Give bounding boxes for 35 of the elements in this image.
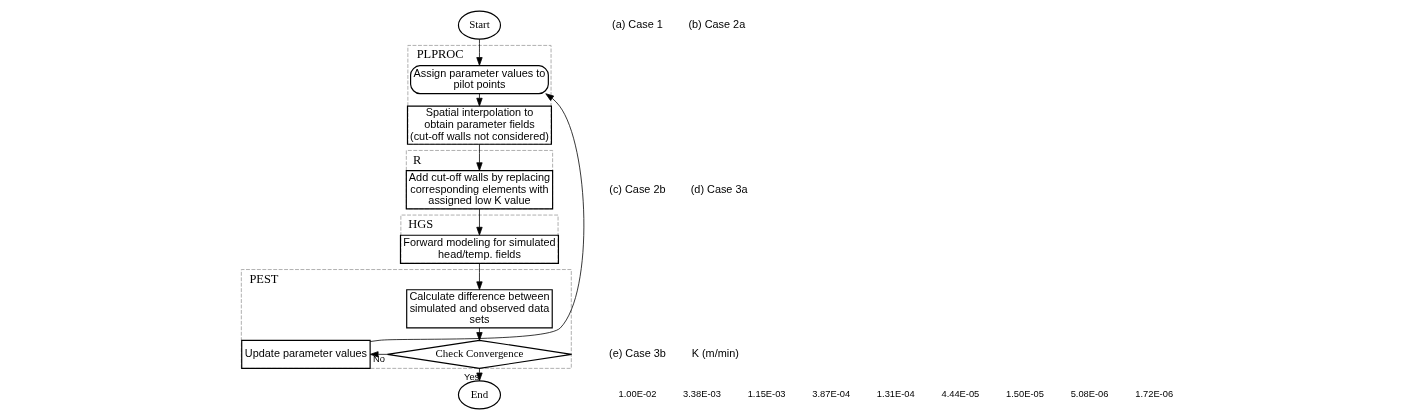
label: (e) Case 3b (608, 347, 666, 360)
label: 5.08E-06 (1070, 389, 1108, 400)
node-box: Spatial interpolation to obtain parameter fields (cut-off walls not considered) (406, 105, 552, 145)
arrow (475, 38, 483, 66)
arrow (475, 208, 483, 236)
label: (c) Case 2b (608, 182, 666, 195)
arrow (369, 351, 388, 358)
node-box: Add cut-off walls by replacing corresponding elements with assigned low K value (405, 170, 553, 210)
label: 3.87E-04 (811, 389, 850, 400)
label: 1.15E-03 (747, 389, 786, 400)
arrow (475, 93, 483, 107)
label: 4.44E-05 (940, 389, 979, 400)
node-box: Update parameter values (240, 339, 371, 369)
label: 1.00E-02 (618, 389, 656, 400)
node-box: Calculate difference between simulated and observed data sets (405, 289, 553, 329)
label: (d) Case 3a (690, 182, 748, 195)
node-ellipse: End (457, 380, 501, 410)
label: 3.38E-03 (682, 389, 721, 400)
node-box: Assign parameter values to pilot points (409, 65, 549, 95)
arrow (475, 263, 483, 290)
label: K (m/min) (691, 347, 739, 360)
label: 1.72E-06 (1134, 389, 1173, 400)
node-diamond: Check Convergence (386, 339, 572, 369)
node-box: Forward modeling for simulated head/temp. fields (399, 234, 559, 264)
arrow (369, 93, 584, 342)
arrow (475, 327, 483, 341)
arrow (475, 368, 483, 382)
label: 1.50E-05 (1005, 389, 1044, 400)
edge-label: Yes (463, 372, 479, 383)
label: 1.31E-04 (876, 389, 915, 400)
label: (b) Case 2a (687, 18, 745, 31)
label: (a) Case 1 (611, 18, 663, 31)
node-ellipse: Start (457, 10, 501, 40)
arrow (475, 144, 483, 171)
edge-label: No (372, 353, 385, 364)
